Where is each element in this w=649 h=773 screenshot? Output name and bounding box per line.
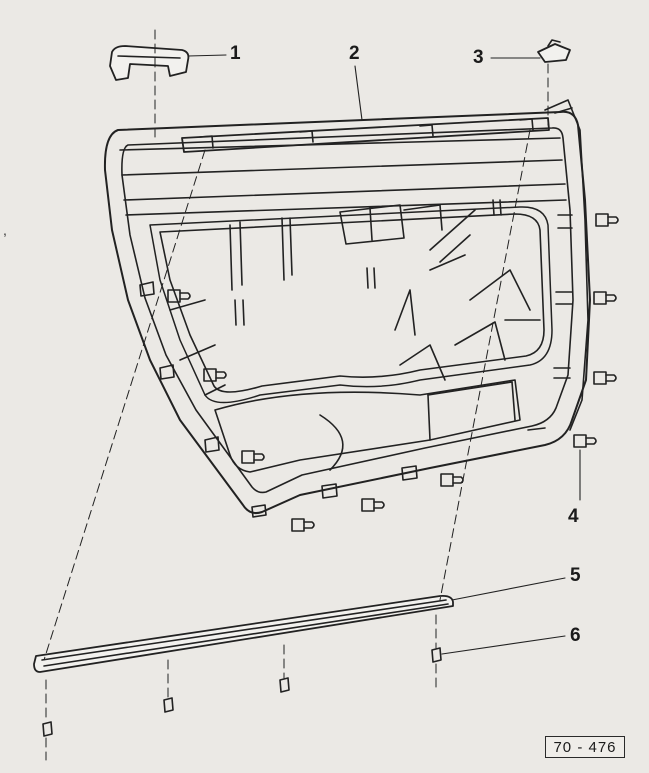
top-trim-strip [181, 117, 550, 153]
assembly-lines [43, 29, 549, 761]
callout-3: 3 [473, 47, 484, 68]
seal-clips [42, 647, 442, 737]
callout-1: 1 [230, 43, 241, 64]
callout-6: 6 [570, 625, 581, 646]
callout-4: 4 [568, 506, 579, 527]
grab-handle-cap [109, 45, 190, 81]
callout-2: 2 [349, 43, 360, 64]
corner-clip [537, 39, 571, 63]
door-trim-panel [103, 99, 591, 518]
margin-mark: , [3, 222, 7, 238]
window-seal-strip [33, 594, 454, 673]
callout-5: 5 [570, 565, 581, 586]
figure-reference: 70 - 476 [545, 736, 625, 758]
callout-leaders [187, 54, 581, 655]
trim-fasteners [167, 213, 619, 532]
